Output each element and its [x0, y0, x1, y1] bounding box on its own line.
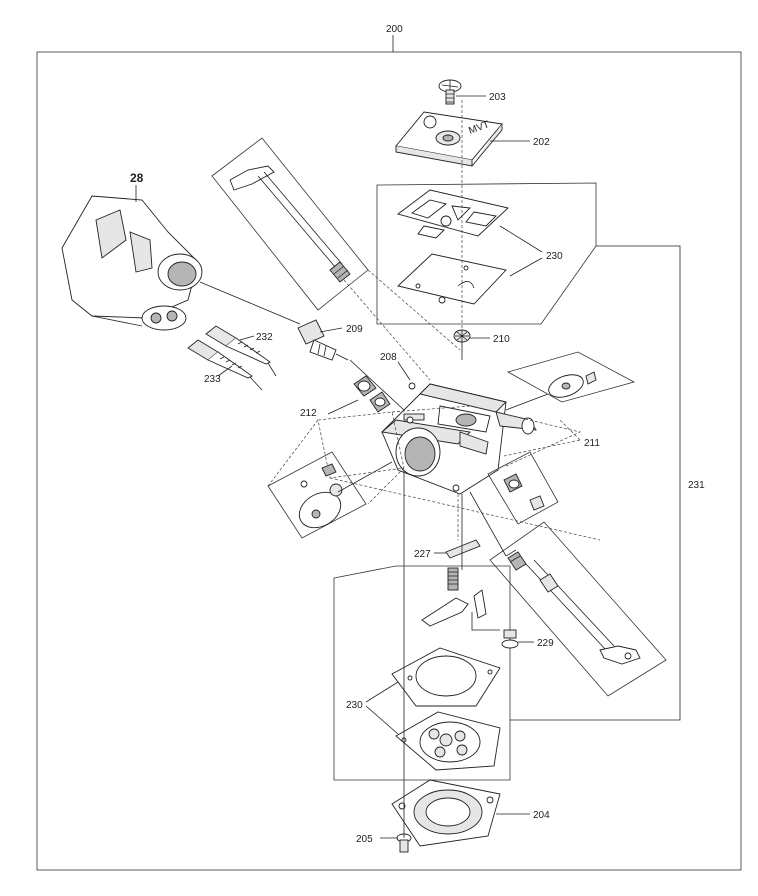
label-200: 200 — [386, 24, 403, 35]
label-202: 202 — [533, 137, 550, 148]
part-throttle-shaft[interactable] — [505, 549, 641, 665]
label-232: 232 — [256, 332, 273, 343]
part-230-lower-diaphragm[interactable] — [395, 711, 501, 771]
label-230-lower: 230 — [346, 700, 363, 711]
throttle-shaft-box — [489, 521, 667, 697]
label-211: 211 — [584, 438, 600, 449]
part-230-upper-gasket[interactable] — [396, 189, 509, 239]
label-229: 229 — [537, 638, 554, 649]
part-28-intake-housing[interactable] — [61, 195, 203, 331]
choke-shaft-box — [211, 137, 369, 311]
middle-right-inset-box — [487, 451, 559, 525]
part-232-needle[interactable] — [205, 325, 277, 377]
part-208-ball[interactable] — [408, 382, 416, 390]
label-227: 227 — [414, 549, 431, 560]
lower-left-inset-box — [267, 451, 367, 539]
part-204-pump-cover[interactable] — [391, 779, 501, 847]
part-230-upper-diaphragm[interactable] — [397, 253, 507, 305]
label-205: 205 — [356, 834, 373, 845]
part-203-screw[interactable] — [438, 79, 462, 105]
assembly-frame — [36, 35, 742, 871]
label-204: 204 — [533, 810, 550, 821]
part-lower-left-plate[interactable] — [293, 463, 347, 535]
part-212-right-plug[interactable] — [503, 473, 545, 511]
label-209: 209 — [346, 324, 363, 335]
label-212: 212 — [300, 408, 317, 419]
part-229-screw[interactable] — [501, 629, 519, 649]
kit-231-bracket — [510, 245, 681, 721]
part-230-lower-gasket[interactable] — [391, 647, 501, 707]
part-metering-lever[interactable] — [421, 567, 500, 631]
part-227-strip[interactable] — [445, 539, 481, 559]
label-231: 231 — [688, 480, 705, 491]
label-28: 28 — [130, 171, 144, 185]
lower-kit-box — [333, 565, 511, 781]
part-212-plug[interactable] — [353, 375, 391, 413]
label-203: 203 — [489, 92, 506, 103]
upper-right-inset-box — [506, 351, 636, 403]
part-throttle-disc[interactable] — [546, 370, 597, 401]
part-choke-shaft[interactable] — [229, 165, 351, 283]
label-210: 210 — [493, 334, 510, 345]
part-209-inlet-fitting[interactable] — [297, 319, 349, 361]
label-233: 233 — [204, 374, 221, 385]
part-202-cover-plate[interactable]: MVT — [395, 111, 503, 167]
label-208: 208 — [380, 352, 397, 363]
label-230-upper: 230 — [546, 251, 563, 262]
carburetor-body[interactable] — [380, 383, 537, 495]
upper-kit-box — [376, 182, 597, 325]
part-210-filter-screen[interactable] — [453, 329, 471, 360]
part-233-needle[interactable] — [187, 339, 263, 391]
